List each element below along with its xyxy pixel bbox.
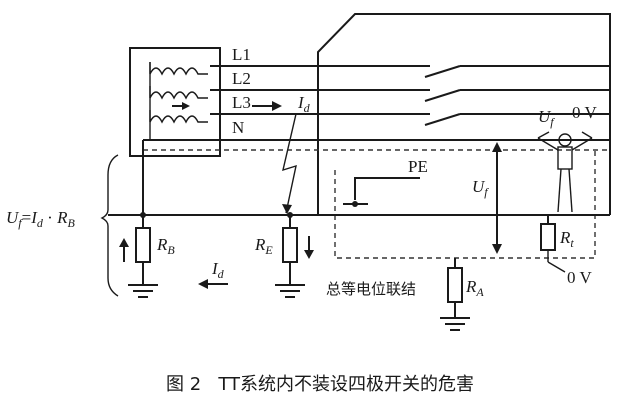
rt-resistor	[540, 215, 566, 273]
person-figure	[537, 131, 593, 213]
phase-conductors	[143, 65, 610, 141]
ra-resistor	[440, 258, 470, 331]
id-label: Id	[297, 93, 311, 115]
rb-label: RB	[156, 235, 175, 257]
formula-label: Uf=Id · RB	[6, 208, 75, 230]
uf-mid-label: Uf	[472, 177, 489, 199]
zero-v-top-label: 0 V	[572, 103, 597, 122]
rb-resistor	[119, 215, 158, 298]
bonding-dashed-loop	[334, 150, 596, 259]
rt-label: Rt	[559, 228, 574, 250]
uf-top-label: Uf	[538, 107, 555, 129]
bonding-label: 总等电位联结	[326, 280, 416, 298]
pe-label: PE	[408, 157, 428, 176]
zero-v-bottom-label: 0 V	[567, 268, 592, 287]
re-label: RE	[254, 235, 273, 257]
transformer-coils	[143, 62, 218, 141]
id-bottom-label: Id	[211, 259, 225, 281]
transformer-box	[129, 47, 221, 157]
l2-label: L2	[232, 69, 251, 88]
re-resistor	[275, 212, 314, 298]
building-outline	[317, 13, 611, 215]
l1-label: L1	[232, 45, 251, 64]
n-label: N	[232, 118, 244, 137]
figure-caption: 图 2 TT系统内不装设四极开关的危害	[166, 374, 474, 395]
pe-connection	[354, 177, 420, 200]
ra-label: RA	[465, 277, 484, 299]
fault-path	[282, 113, 297, 214]
l3-label: L3	[232, 93, 251, 112]
formula-bracket	[100, 154, 119, 297]
